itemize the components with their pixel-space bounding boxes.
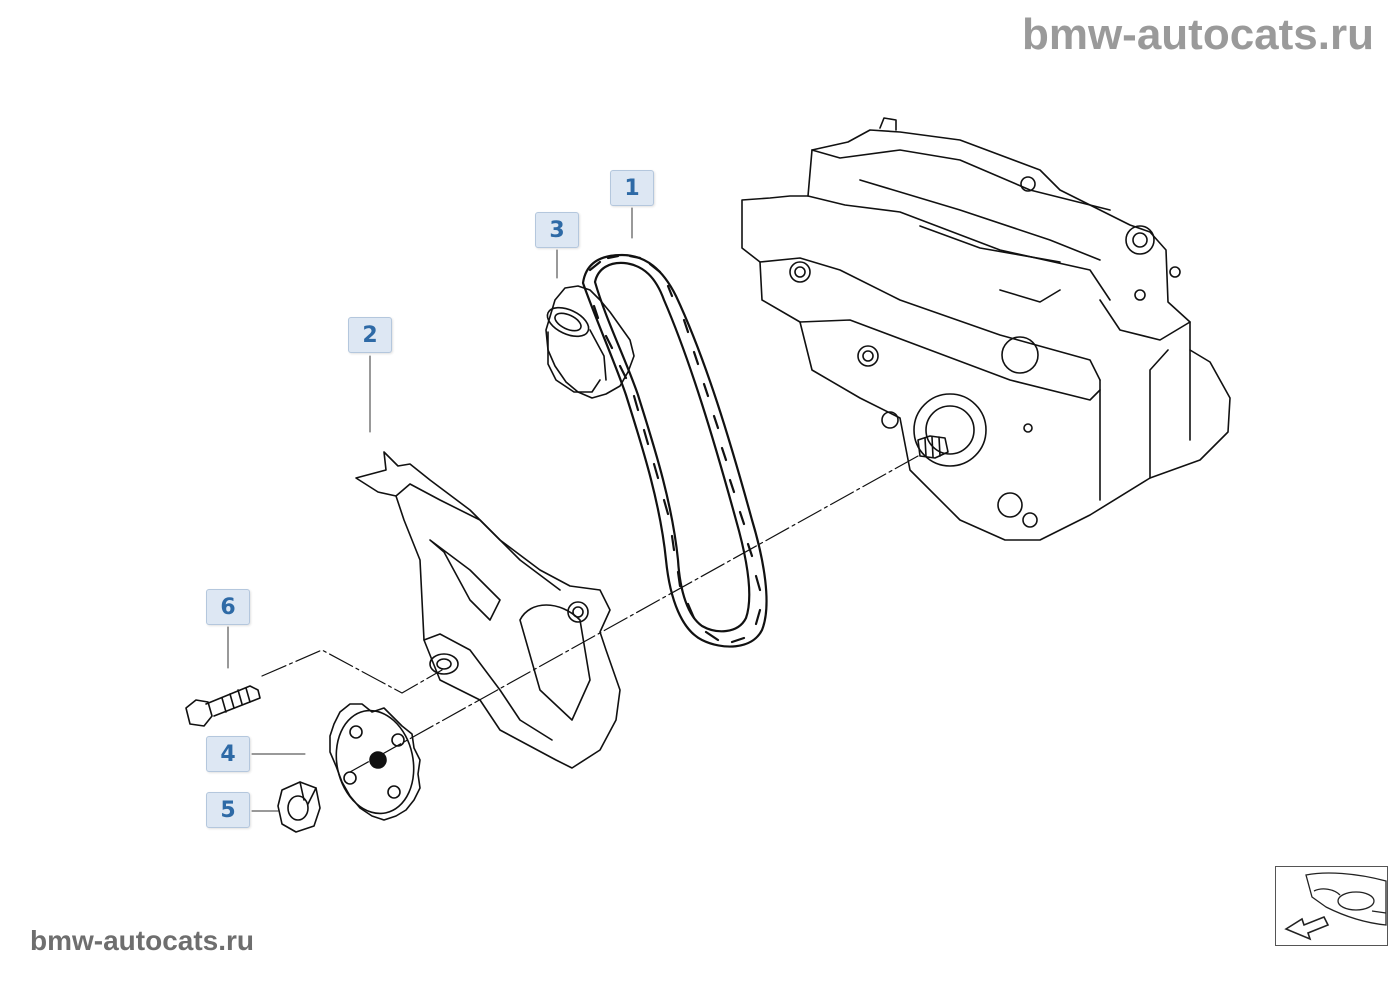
chain-guide-bracket — [355, 451, 621, 769]
upper-sprocket — [545, 285, 635, 399]
callout-4[interactable]: 4 — [206, 736, 250, 772]
oil-pump-housing — [741, 117, 1231, 541]
watermark-bottom: bmw-autocats.ru — [30, 925, 255, 956]
callout-1[interactable]: 1 — [610, 170, 654, 206]
callout-3[interactable]: 3 — [535, 212, 579, 248]
assembly-axis-lines — [261, 455, 919, 773]
nav-thumbnail[interactable] — [1275, 866, 1388, 946]
drive-chain — [581, 253, 768, 648]
callout-6[interactable]: 6 — [206, 589, 250, 625]
bolt — [185, 685, 261, 727]
callout-2[interactable]: 2 — [348, 317, 392, 353]
car-front-arrow-icon — [1284, 872, 1387, 941]
callout-5[interactable]: 5 — [206, 792, 250, 828]
leader-lines — [227, 207, 633, 812]
nut — [277, 781, 321, 833]
lower-sprocket — [329, 703, 421, 821]
watermark-top: bmw-autocats.ru — [1021, 10, 1374, 59]
